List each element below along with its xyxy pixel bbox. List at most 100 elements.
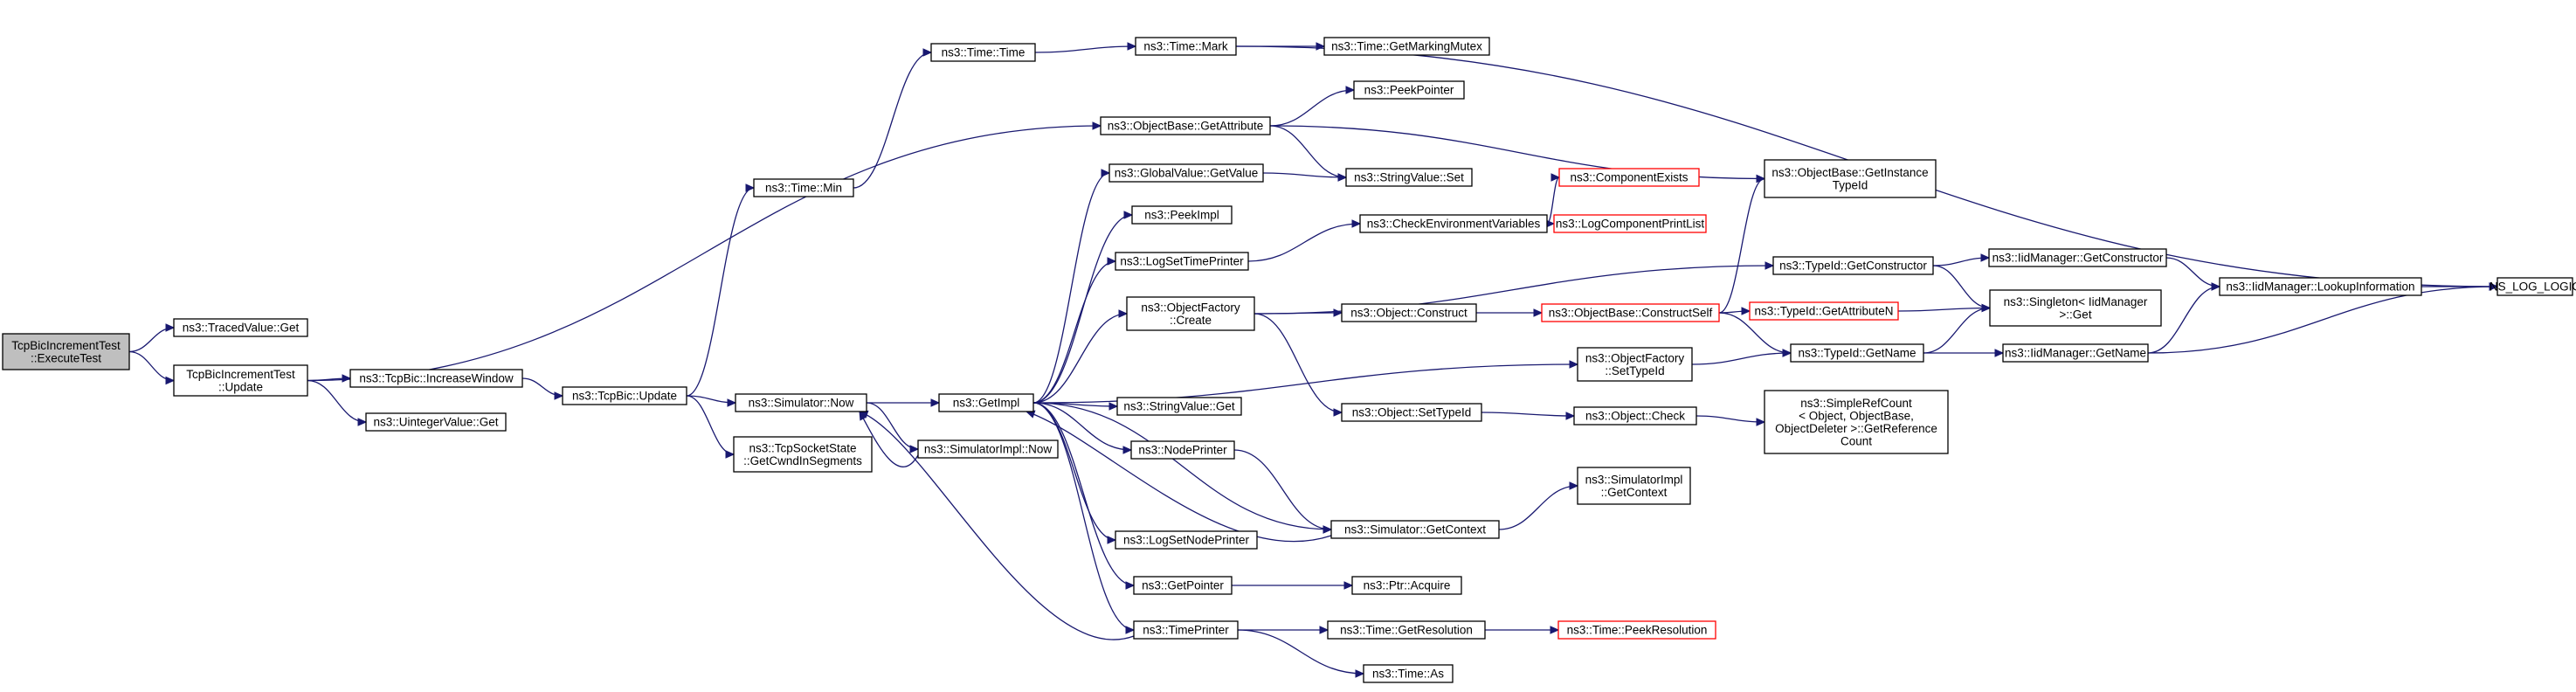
- edge-objsettypeid-to-objcheck: [1481, 412, 1575, 417]
- node-compexists[interactable]: ns3::ComponentExists: [1558, 168, 1700, 187]
- node-peekpointer[interactable]: ns3::PeekPointer: [1353, 80, 1465, 100]
- node-box: [1558, 168, 1700, 187]
- node-label: ns3::PeekPointer: [1364, 84, 1454, 97]
- node-stringset[interactable]: ns3::StringValue::Set: [1345, 168, 1473, 187]
- node-nodeprinter[interactable]: ns3::NodePrinter: [1130, 440, 1235, 460]
- node-timeprinter[interactable]: ns3::TimePrinter: [1133, 620, 1239, 640]
- node-timemark[interactable]: ns3::Time::Mark: [1135, 37, 1237, 56]
- node-markmutex[interactable]: ns3::Time::GetMarkingMutex: [1323, 37, 1490, 56]
- node-settypeid_f[interactable]: ns3::ObjectFactory::SetTypeId: [1577, 347, 1693, 382]
- node-objconstruct[interactable]: ns3::Object::Construct: [1341, 303, 1477, 322]
- node-typegetname[interactable]: ns3::TypeId::GetName: [1790, 343, 1924, 363]
- edge-update-to-objgetattr: [307, 125, 1102, 382]
- edge-timeprinter-to-simnow: [859, 411, 1135, 640]
- node-peekres[interactable]: ns3::Time::PeekResolution: [1557, 620, 1716, 640]
- node-box: [1100, 116, 1271, 135]
- node-timeas[interactable]: ns3::Time::As: [1363, 664, 1454, 683]
- node-peekimpl[interactable]: ns3::PeekImpl: [1131, 205, 1233, 225]
- node-box: [930, 43, 1036, 62]
- node-singleton[interactable]: ns3::Singleton< IidManager >::Get: [1989, 289, 2162, 327]
- edge-arrowhead: [2211, 282, 2221, 291]
- edge-constructself-to-typegetname: [1718, 312, 1792, 354]
- edge-arrowhead: [2489, 282, 2499, 291]
- node-box: [1353, 80, 1465, 100]
- edge-arrowhead: [1980, 253, 1991, 262]
- node-objcheck[interactable]: ns3::Object::Check: [1573, 406, 1697, 426]
- edge-arrowhead: [1756, 174, 1766, 183]
- node-label: ns3::Simulator::Now: [749, 397, 854, 410]
- node-timetime[interactable]: ns3::Time::Time: [930, 43, 1036, 62]
- node-incwin[interactable]: ns3::TcpBic::IncreaseWindow: [349, 369, 523, 388]
- node-bicupdate[interactable]: ns3::TcpBic::Update: [562, 386, 687, 405]
- edge-arrowhead: [165, 323, 176, 332]
- node-root[interactable]: TcpBicIncrementTest::ExecuteTest: [2, 333, 130, 370]
- edges-layer: [128, 42, 2499, 678]
- node-simimplgetctx[interactable]: ns3::SimulatorImpl::GetContext: [1577, 467, 1691, 505]
- node-constructself[interactable]: ns3::ObjectBase::ConstructSelf: [1541, 303, 1720, 322]
- edge-globalget-to-stringset: [1262, 172, 1347, 178]
- node-iidgetctor[interactable]: ns3::IidManager::GetConstructor: [1988, 248, 2167, 267]
- node-logsettime[interactable]: ns3::LogSetTimePrinter: [1115, 252, 1249, 271]
- node-box: [753, 178, 854, 197]
- edge-arrowhead: [1550, 626, 1560, 634]
- node-checkenv[interactable]: ns3::CheckEnvironmentVariables: [1359, 214, 1548, 233]
- node-label: ns3::Simulator::GetContext: [1344, 523, 1486, 536]
- node-box: [735, 393, 867, 412]
- node-label: ::Update: [218, 380, 263, 393]
- node-globalget[interactable]: ns3::GlobalValue::GetValue: [1108, 163, 1264, 183]
- node-timemin[interactable]: ns3::Time::Min: [753, 178, 854, 197]
- node-stringget[interactable]: ns3::StringValue::Get: [1116, 397, 1242, 416]
- node-label: ns3::TypeId::GetConstructor: [1779, 260, 1927, 273]
- node-simgetctx[interactable]: ns3::Simulator::GetContext: [1330, 520, 1500, 539]
- edge-arrowhead: [1323, 525, 1333, 534]
- node-label: ns3::IidManager::GetConstructor: [1992, 252, 2164, 265]
- node-ptracquire[interactable]: ns3::Ptr::Acquire: [1351, 576, 1462, 595]
- node-typegetctor[interactable]: ns3::TypeId::GetConstructor: [1772, 256, 1934, 275]
- node-simplerefcount[interactable]: ns3::SimpleRefCount< Object, ObjectBase,…: [1764, 390, 1949, 454]
- edge-timemin-to-timetime: [853, 52, 932, 189]
- node-box: [1330, 520, 1500, 539]
- node-box: [938, 393, 1034, 412]
- node-box: [1133, 576, 1233, 595]
- node-nslog[interactable]: NS_LOG_LOGIC: [2490, 277, 2576, 296]
- node-getres[interactable]: ns3::Time::GetResolution: [1327, 620, 1486, 640]
- node-uintget[interactable]: ns3::UintegerValue::Get: [365, 412, 507, 432]
- node-logcompprint[interactable]: ns3::LogComponentPrintList: [1553, 214, 1707, 233]
- node-label: ::GetContext: [1601, 486, 1668, 499]
- edge-arrowhead: [1125, 626, 1136, 634]
- node-simnow[interactable]: ns3::Simulator::Now: [735, 393, 867, 412]
- edge-arrowhead: [1550, 173, 1561, 182]
- node-box: [1115, 530, 1258, 550]
- node-simimplnow[interactable]: ns3::SimulatorImpl::Now: [917, 439, 1059, 459]
- node-cwndseg[interactable]: ns3::TcpSocketState::GetCwndInSegments: [733, 436, 873, 473]
- node-box: [2002, 343, 2149, 363]
- node-box: [1351, 576, 1462, 595]
- node-iidgetname[interactable]: ns3::IidManager::GetName: [2002, 343, 2149, 363]
- node-lookupinfo[interactable]: ns3::IidManager::LookupInformation: [2219, 277, 2422, 296]
- edge-arrowhead: [1107, 257, 1117, 266]
- edge-getimpl-to-simgetctx: [1032, 402, 1332, 530]
- node-logsetnode[interactable]: ns3::LogSetNodePrinter: [1115, 530, 1258, 550]
- edge-arrowhead: [725, 450, 736, 459]
- edge-arrowhead: [1569, 481, 1579, 490]
- node-label: ObjectDeleter >::GetReference: [1775, 422, 1937, 435]
- node-update[interactable]: TcpBicIncrementTest::Update: [173, 364, 308, 397]
- node-objfactcreate[interactable]: ns3::ObjectFactory::Create: [1126, 296, 1255, 331]
- node-box: [1764, 390, 1949, 454]
- node-tracedget[interactable]: ns3::TracedValue::Get: [173, 318, 308, 337]
- node-box: [1130, 440, 1235, 460]
- node-box: [173, 318, 308, 337]
- node-objgetattr[interactable]: ns3::ObjectBase::GetAttribute: [1100, 116, 1271, 135]
- edge-bicupdate-to-cwndseg: [686, 395, 735, 455]
- node-getimpl[interactable]: ns3::GetImpl: [938, 393, 1034, 412]
- node-objsettypeid[interactable]: ns3::Object::SetTypeId: [1341, 403, 1482, 422]
- node-getpointer[interactable]: ns3::GetPointer: [1133, 576, 1233, 595]
- edge-iidgetname-to-lookupinfo: [2147, 286, 2220, 354]
- node-label: NS_LOG_LOGIC: [2490, 280, 2576, 294]
- node-getattrN[interactable]: ns3::TypeId::GetAttributeN: [1749, 301, 1899, 321]
- node-box: [1772, 256, 1934, 275]
- edge-root-to-update: [128, 350, 175, 382]
- edge-arrowhead: [1125, 581, 1136, 590]
- node-label: ns3::NodePrinter: [1138, 444, 1227, 457]
